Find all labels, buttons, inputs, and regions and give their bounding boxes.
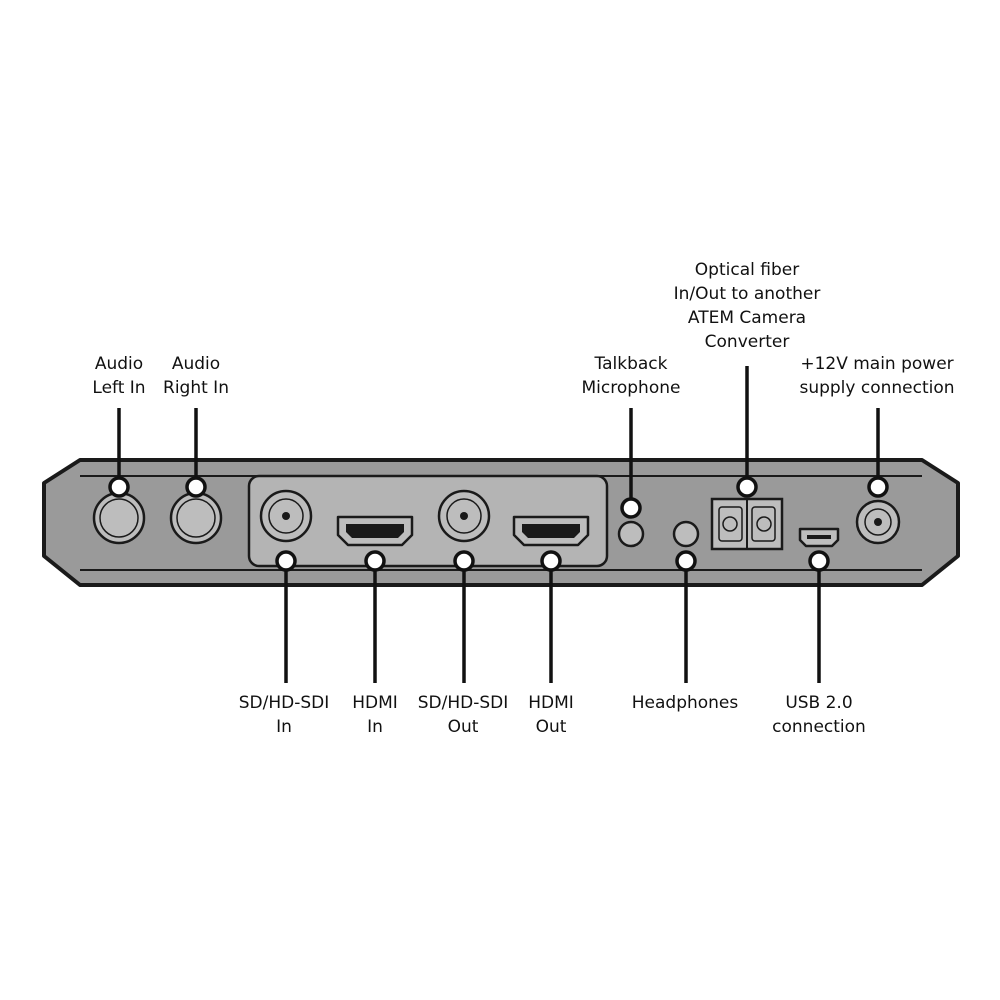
label-line: In <box>276 717 292 737</box>
label-line: SD/HD-SDI <box>417 693 509 713</box>
label-sdi-out: SD/HD-SDI Out <box>418 691 509 739</box>
label-sdi-in: SD/HD-SDI In <box>239 691 330 739</box>
label-line: ATEM Camera <box>687 308 807 328</box>
marker-audio-left <box>108 476 130 498</box>
label-line: HDMI <box>352 693 398 713</box>
label-line: Left In <box>92 378 146 398</box>
sdi-in-bnc-connector <box>259 489 313 543</box>
label-hdmi-in: HDMI In <box>352 691 398 739</box>
marker-optical <box>736 476 758 498</box>
label-line: SD/HD-SDI <box>238 693 330 713</box>
label-hdmi-out: HDMI Out <box>528 691 574 739</box>
hdmi-in-port <box>336 515 414 547</box>
sdi-out-bnc-connector <box>437 489 491 543</box>
optical-fiber-connector <box>710 497 784 551</box>
label-line: Talkback <box>594 354 668 374</box>
marker-audio-right <box>185 476 207 498</box>
marker-headphones <box>675 550 697 572</box>
label-line: Converter <box>704 332 790 352</box>
label-line: Out <box>535 717 567 737</box>
label-optical-fiber: Optical fiber In/Out to another ATEM Cam… <box>674 258 821 354</box>
label-line: Audio <box>171 354 221 374</box>
talkback-microphone-jack <box>617 520 645 548</box>
label-line: connection <box>772 717 866 737</box>
label-line: Audio <box>94 354 144 374</box>
label-line: supply connection <box>799 378 955 398</box>
leader-lines <box>117 366 880 683</box>
label-line: Microphone <box>581 378 681 398</box>
label-usb: USB 2.0 connection <box>772 691 866 739</box>
marker-hdmi-out <box>540 550 562 572</box>
audio-left-in-jack <box>92 491 146 545</box>
label-main-power: +12V main power supply connection <box>799 352 954 400</box>
marker-sdi-in <box>275 550 297 572</box>
device-chassis <box>42 458 960 587</box>
hdmi-out-port <box>512 515 590 547</box>
label-line: Out <box>447 717 479 737</box>
callout-markers <box>108 476 889 572</box>
label-line: +12V main power <box>800 354 954 374</box>
marker-sdi-out <box>453 550 475 572</box>
audio-right-in-jack <box>169 491 223 545</box>
headphones-jack <box>672 520 700 548</box>
marker-talkback <box>620 497 642 519</box>
label-line: Optical fiber <box>694 260 800 280</box>
power-connector <box>855 499 901 545</box>
label-audio-right-in: Audio Right In <box>163 352 229 400</box>
marker-usb <box>808 550 830 572</box>
usb-mini-port <box>798 527 840 548</box>
label-line: In/Out to another <box>673 284 821 304</box>
marker-power <box>867 476 889 498</box>
label-line: Right In <box>163 378 229 398</box>
label-headphones: Headphones <box>632 691 739 715</box>
label-audio-left-in: Audio Left In <box>92 352 145 400</box>
label-line: Headphones <box>631 693 739 713</box>
video-io-panel <box>247 474 609 568</box>
label-line: HDMI <box>528 693 574 713</box>
label-line: In <box>367 717 383 737</box>
label-talkback-microphone: Talkback Microphone <box>582 352 681 400</box>
marker-hdmi-in <box>364 550 386 572</box>
label-line: USB 2.0 <box>785 693 853 713</box>
